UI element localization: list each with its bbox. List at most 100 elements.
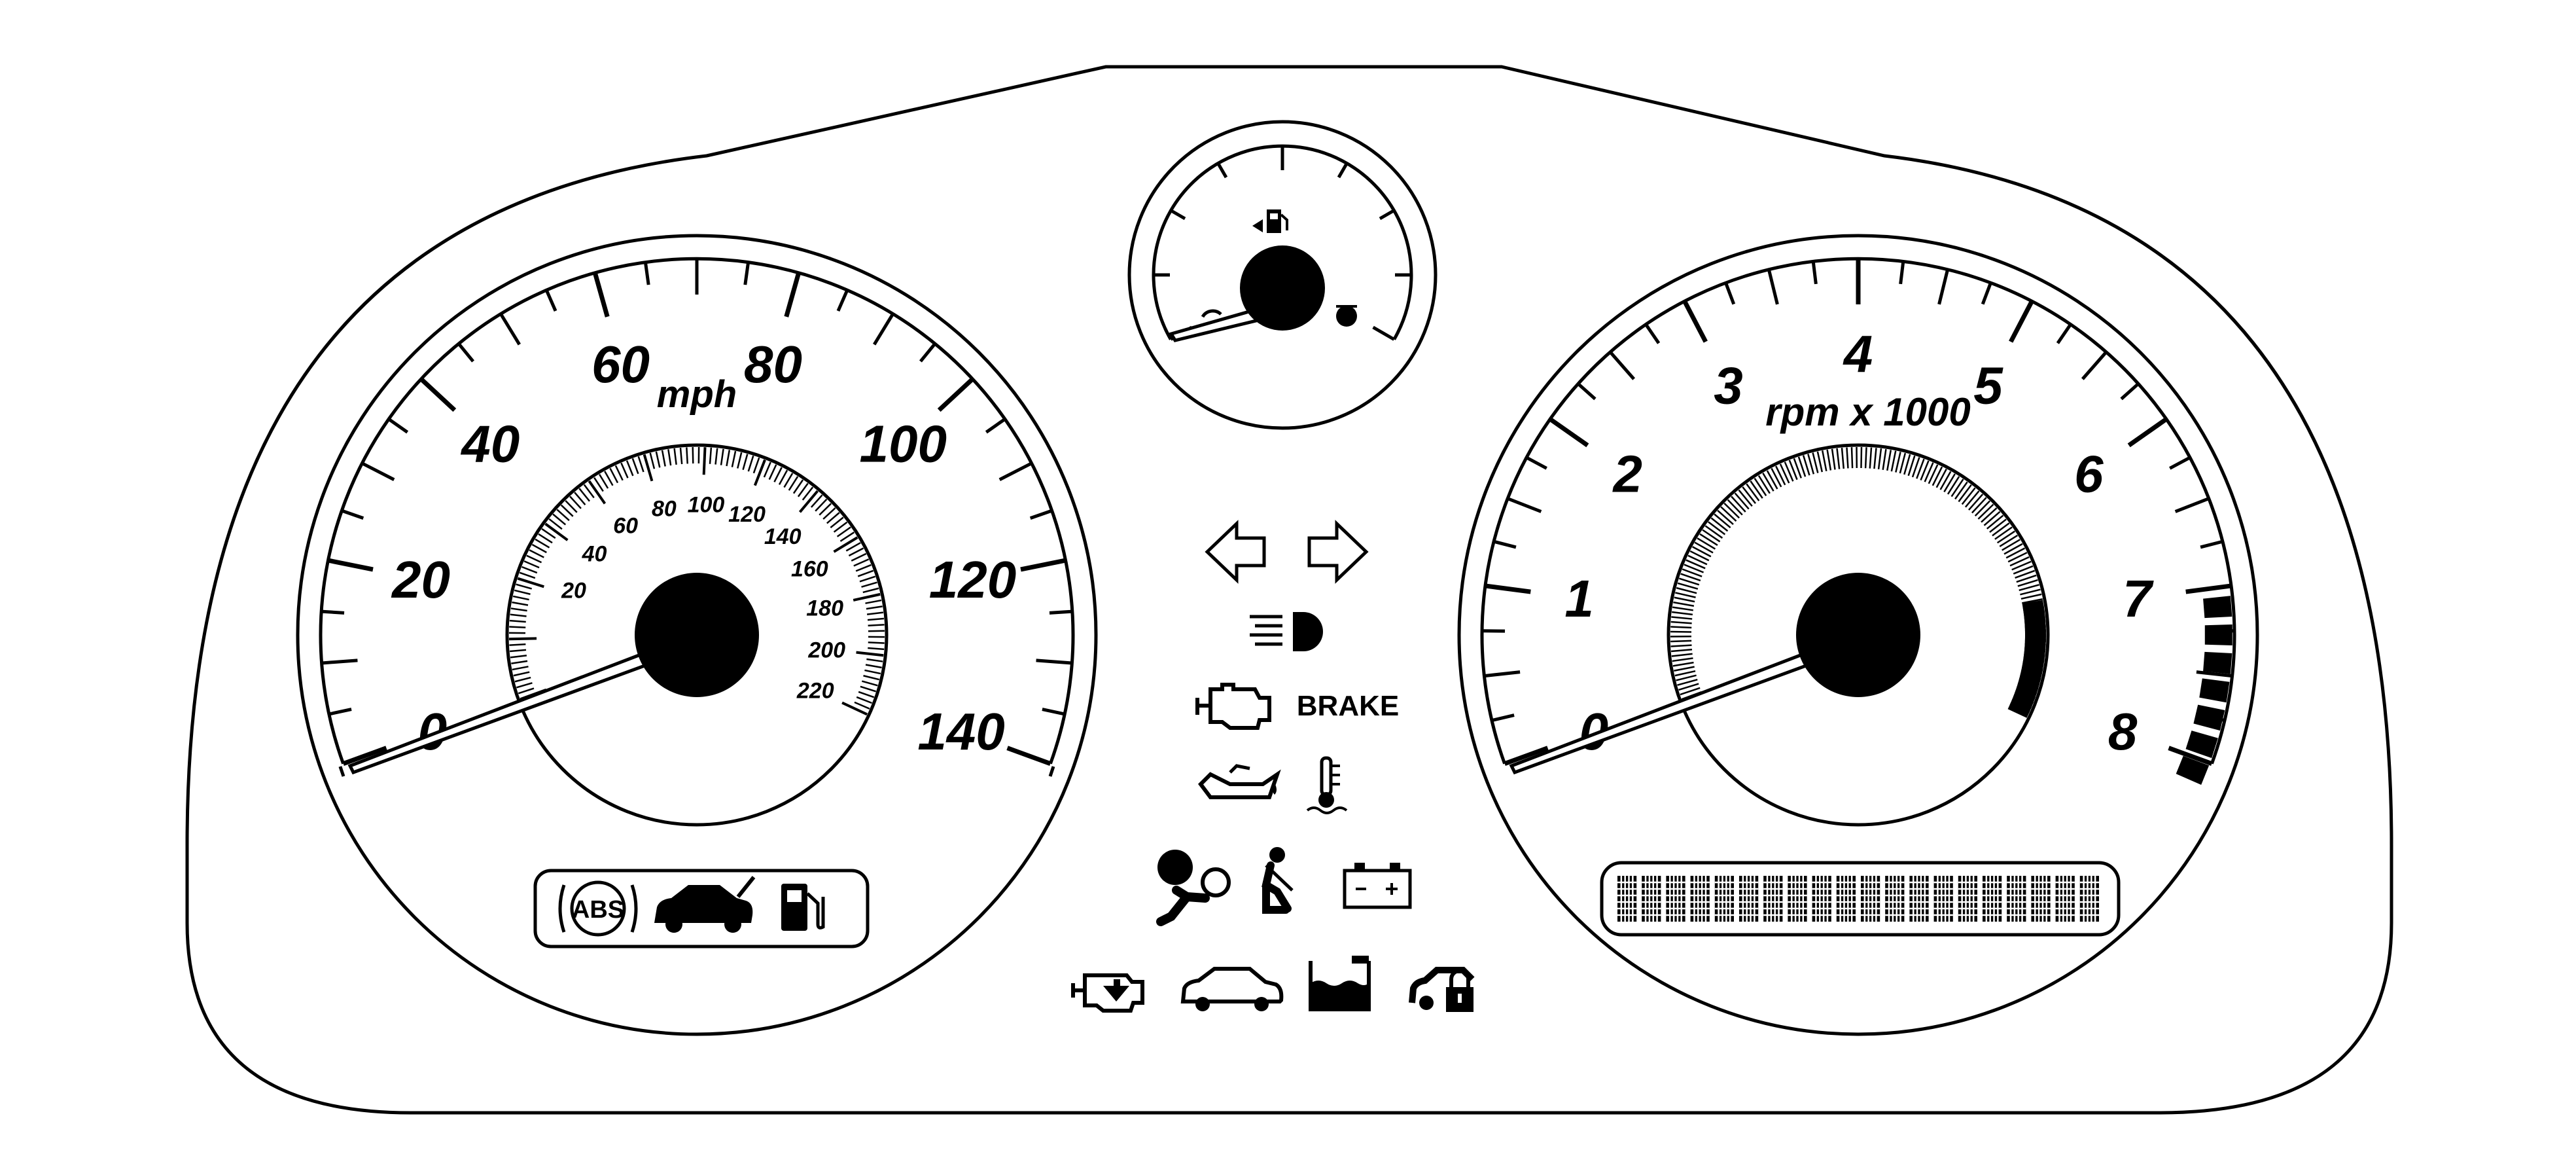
rpm-label: 1	[1564, 569, 1594, 628]
tachometer-inner-tick	[1702, 529, 1721, 543]
kmh-tick	[858, 691, 875, 698]
kmh-label: 20	[561, 579, 586, 604]
kmh-tick	[731, 450, 737, 467]
tachometer-inner-tick	[2023, 609, 2045, 621]
kmh-tick	[798, 490, 819, 513]
kmh-tick	[868, 630, 885, 632]
kmh-tick	[574, 492, 586, 505]
tachometer-inner-tick	[1971, 497, 1987, 514]
tachometer-inner-tick	[1920, 460, 1930, 481]
security-icon	[1409, 967, 1475, 1012]
mph-tick	[321, 659, 358, 665]
tachometer-inner-tick	[1950, 478, 1964, 497]
kmh-tick	[802, 486, 814, 501]
kmh-tick	[836, 526, 851, 537]
kmh-tick	[861, 680, 878, 687]
kmh-tick	[569, 496, 582, 509]
center-telltales: BRAKE	[1071, 520, 1475, 1013]
tachometer-inner-tick	[1674, 666, 1695, 672]
tachometer-inner-tick	[1694, 541, 1714, 554]
coolant-temperature-icon	[1306, 756, 1348, 814]
tachometer-inner-tick	[1974, 500, 1991, 516]
tachometer-inner-tick	[1731, 496, 1746, 513]
turn-left-arrow-icon	[1205, 520, 1266, 584]
kmh-tick	[860, 685, 877, 693]
kmh-tick	[833, 521, 848, 533]
fuel-tick	[1379, 209, 1395, 221]
mph-tick	[544, 289, 557, 312]
tachometer-inner-tick	[1775, 465, 1786, 486]
tachometer-inner-tick	[1670, 626, 1692, 629]
kmh-tick	[526, 554, 542, 564]
redline-block	[2203, 651, 2232, 674]
tachometer-inner-tick	[1676, 586, 1697, 594]
mph-label: 100	[859, 415, 946, 473]
tachometer-inner-tick	[1674, 670, 1696, 677]
kmh-label: 80	[652, 496, 677, 521]
tachometer-inner-tick	[1727, 499, 1743, 516]
tachometer-inner-tick	[1692, 546, 1712, 558]
tachometer-inner-tick	[2019, 584, 2039, 592]
mph-tick	[985, 418, 1006, 434]
kmh-tick	[866, 611, 884, 615]
kmh-tick	[830, 516, 844, 528]
kmh-label: 120	[728, 502, 766, 527]
mph-label: 40	[460, 415, 520, 473]
tachometer-inner-tick	[2022, 600, 2045, 611]
mph-tick	[387, 418, 409, 434]
speed-unit-label: mph	[657, 373, 737, 416]
rpm-tick-marks	[1482, 259, 2234, 766]
tachometer-inner-tick	[1831, 448, 1836, 470]
rpm-tick	[2200, 539, 2223, 549]
mph-tick	[1049, 609, 1073, 615]
kmh-tick	[521, 566, 538, 574]
rpm-tick	[1937, 268, 1950, 305]
tachometer-inner-tick	[1734, 492, 1750, 510]
abs-icon: ABS	[558, 880, 638, 937]
rpm-label: 4	[1843, 325, 1873, 383]
tachometer-inner-tick	[1676, 674, 1697, 681]
tachometer-inner-tick	[2003, 543, 2023, 555]
tachometer-inner-tick	[1964, 490, 1980, 508]
redline-block	[2203, 596, 2232, 619]
tachometer-inner-tick	[1989, 518, 2007, 533]
tachometer-inner-tick	[1675, 592, 1696, 598]
redline-block	[2193, 704, 2225, 731]
rpm-tick	[2081, 351, 2108, 380]
tachometer-inner-tick	[1704, 525, 1723, 539]
mph-label: 140	[917, 702, 1004, 761]
mph-tick-marks	[321, 259, 1073, 766]
tachometer-inner-tick	[2009, 698, 2032, 713]
rpm-label: 3	[1714, 357, 1743, 415]
tachometer-bezel	[1457, 234, 2259, 1036]
rpm-tick	[2169, 456, 2191, 470]
tachometer-inner-tick	[1932, 466, 1943, 486]
kmh-tick	[513, 671, 530, 677]
kmh-tick	[614, 465, 624, 481]
kmh-tick	[853, 558, 870, 567]
kmh-tick	[752, 457, 760, 474]
kmh-tick-marks	[509, 447, 885, 716]
tachometer-inner-tick	[1671, 611, 1693, 616]
tachometer-inner-tick	[1992, 522, 2010, 537]
turn-right-arrow-icon	[1307, 520, 1369, 584]
kmh-tick	[512, 601, 529, 606]
kmh-tick	[826, 512, 840, 524]
kmh-label: 180	[806, 596, 843, 621]
kmh-tick	[510, 613, 527, 617]
kmh-label: 220	[796, 679, 834, 704]
tachometer-inner-tick	[1682, 568, 1703, 577]
mph-label: 20	[391, 550, 450, 609]
kmh-tick	[649, 452, 656, 469]
kmh-tick	[865, 599, 882, 604]
tachometer-inner-tick	[1994, 526, 2013, 540]
mph-tick	[1020, 558, 1067, 572]
tachometer-inner-tick	[1697, 537, 1716, 550]
kmh-tick	[856, 696, 872, 704]
rpm-tick	[1644, 323, 1661, 344]
kmh-tick	[853, 592, 881, 602]
mph-tick	[836, 289, 849, 312]
mph-tick	[643, 262, 650, 285]
battery-icon	[1343, 863, 1412, 909]
